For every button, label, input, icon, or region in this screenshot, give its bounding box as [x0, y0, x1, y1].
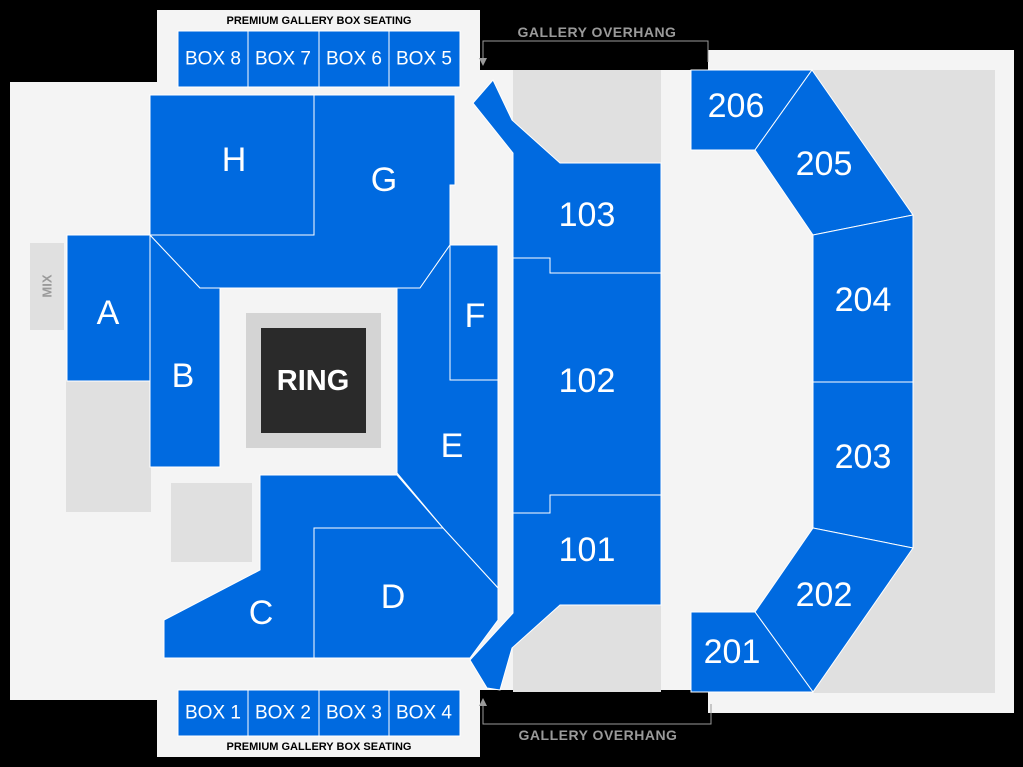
section-203[interactable]: [812, 381, 914, 549]
section-102[interactable]: [512, 257, 662, 514]
boxes-bottom: BOX 1 BOX 2 BOX 3 BOX 4: [177, 689, 461, 737]
box-4[interactable]: [388, 689, 461, 737]
ring-label: RING: [277, 365, 350, 397]
arrow-up-icon: [479, 698, 487, 706]
section-204[interactable]: [812, 214, 914, 383]
mix-label: MIX: [40, 274, 55, 297]
gallery-overhang-top: GALLERY OVERHANG: [479, 24, 709, 66]
gallery-overhang-bottom-label: GALLERY OVERHANG: [519, 727, 678, 743]
box-7[interactable]: [247, 30, 320, 88]
box-6[interactable]: [318, 30, 390, 88]
box-3[interactable]: [318, 689, 390, 737]
section-201[interactable]: [690, 611, 814, 693]
premium-caption-top: PREMIUM GALLERY BOX SEATING: [227, 15, 412, 27]
box-2[interactable]: [247, 689, 320, 737]
section-h[interactable]: [149, 94, 315, 236]
section-a[interactable]: [66, 234, 151, 382]
box-1[interactable]: [177, 689, 249, 737]
box-5[interactable]: [388, 30, 461, 88]
gallery-overhang-top-label: GALLERY OVERHANG: [518, 24, 677, 40]
box-8[interactable]: [177, 30, 249, 88]
section-f[interactable]: [449, 244, 499, 381]
boxes-top: BOX 8 BOX 7 BOX 6 BOX 5: [177, 30, 461, 88]
section-101[interactable]: [469, 494, 662, 691]
ring-area: RING: [246, 313, 381, 448]
mix-area: [30, 243, 64, 330]
section-d[interactable]: [313, 527, 499, 659]
premium-caption-bottom: PREMIUM GALLERY BOX SEATING: [227, 741, 412, 753]
gallery-overhang-bottom: GALLERY OVERHANG: [479, 698, 712, 743]
arrow-down-icon: [479, 58, 487, 66]
